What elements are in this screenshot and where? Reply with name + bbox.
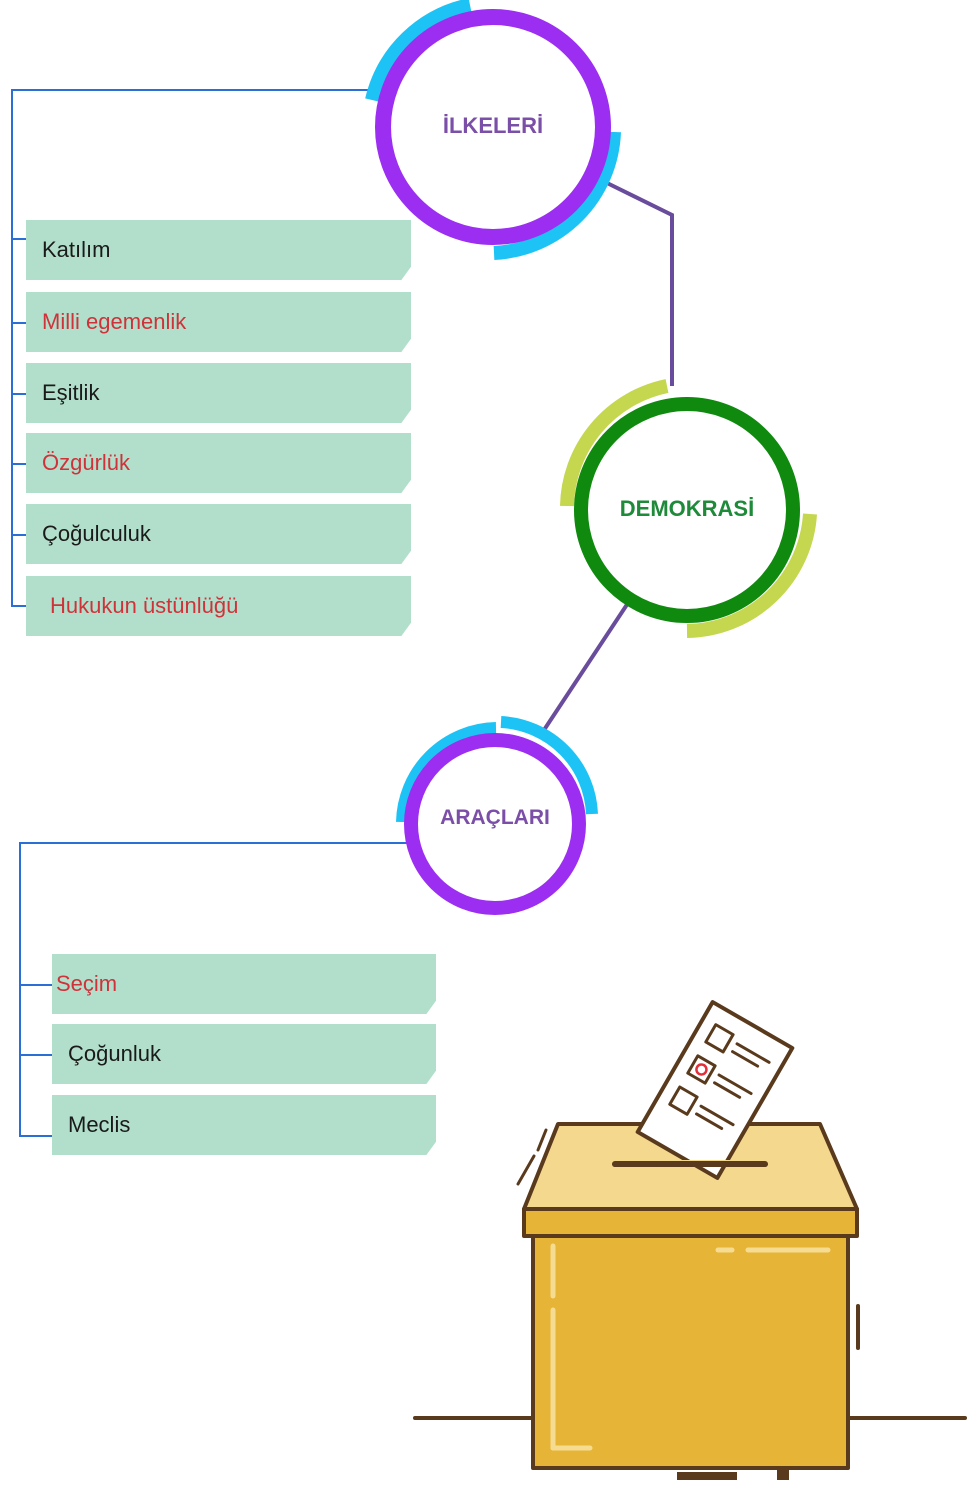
principles-node-label: İLKELERİ <box>442 113 544 138</box>
tool-item: Çoğunluk <box>52 1024 436 1084</box>
tools-node-label: ARAÇLARI <box>440 806 550 829</box>
tools-bracket <box>19 842 408 1137</box>
center-node-label: DEMOKRASİ <box>619 496 755 521</box>
principles-bracket <box>11 89 372 607</box>
center-node <box>560 379 817 638</box>
principle-item: Özgürlük <box>26 433 411 493</box>
principle-item: Hukukun üstünlüğü <box>26 576 411 636</box>
principle-item: Eşitlik <box>26 363 411 423</box>
tool-item: Meclis <box>52 1095 436 1155</box>
ballot-box-illustration <box>413 1000 967 1480</box>
principle-item: Çoğulculuk <box>26 504 411 564</box>
connector-center-tools <box>542 601 630 732</box>
tool-item: Seçim <box>52 954 436 1014</box>
principles-node <box>365 0 621 260</box>
connector-principles-center <box>604 180 674 386</box>
principle-item: Milli egemenlik <box>26 292 411 352</box>
principle-item: Katılım <box>26 220 411 280</box>
tools-node <box>396 716 598 915</box>
